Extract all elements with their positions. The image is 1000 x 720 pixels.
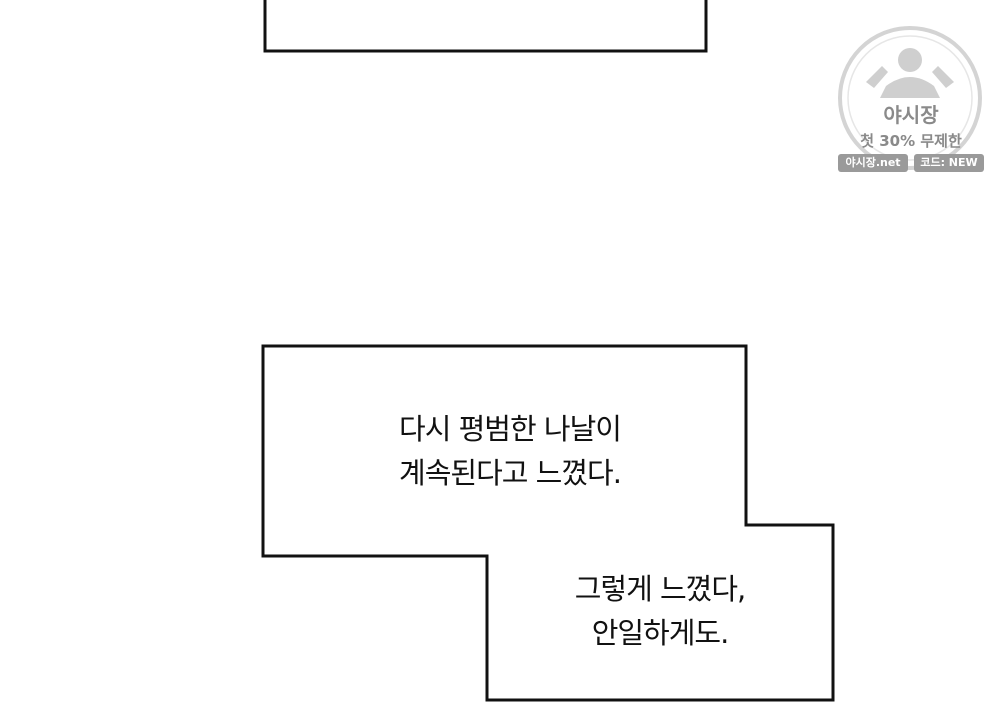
watermark-domain-tag: 야시장.net (838, 154, 908, 172)
caption-line: 다시 평범한 나날이 (399, 412, 622, 446)
watermark-code-tag: 코드: NEW (914, 154, 984, 172)
narration-caption-2: 그렇게 느꼈다, 안일하게도. (520, 567, 800, 655)
speech-box-frame (261, 344, 835, 702)
watermark-badge-icon (838, 26, 982, 170)
site-watermark: 야시장 첫 30% 무제한 야시장.net 코드: NEW (836, 26, 986, 176)
watermark-title: 야시장 (883, 103, 939, 127)
watermark-tags: 야시장.net 코드: NEW (838, 154, 986, 172)
caption-line: 안일하게도. (591, 616, 730, 650)
caption-line: 계속된다고 느꼈다. (399, 456, 622, 490)
narration-caption-1: 다시 평범한 나날이 계속된다고 느꼈다. (330, 407, 690, 495)
top-panel-frame (263, 0, 708, 53)
caption-line: 그렇게 느꼈다, (574, 572, 747, 606)
watermark-promo: 첫 30% 무제한 (860, 132, 962, 150)
